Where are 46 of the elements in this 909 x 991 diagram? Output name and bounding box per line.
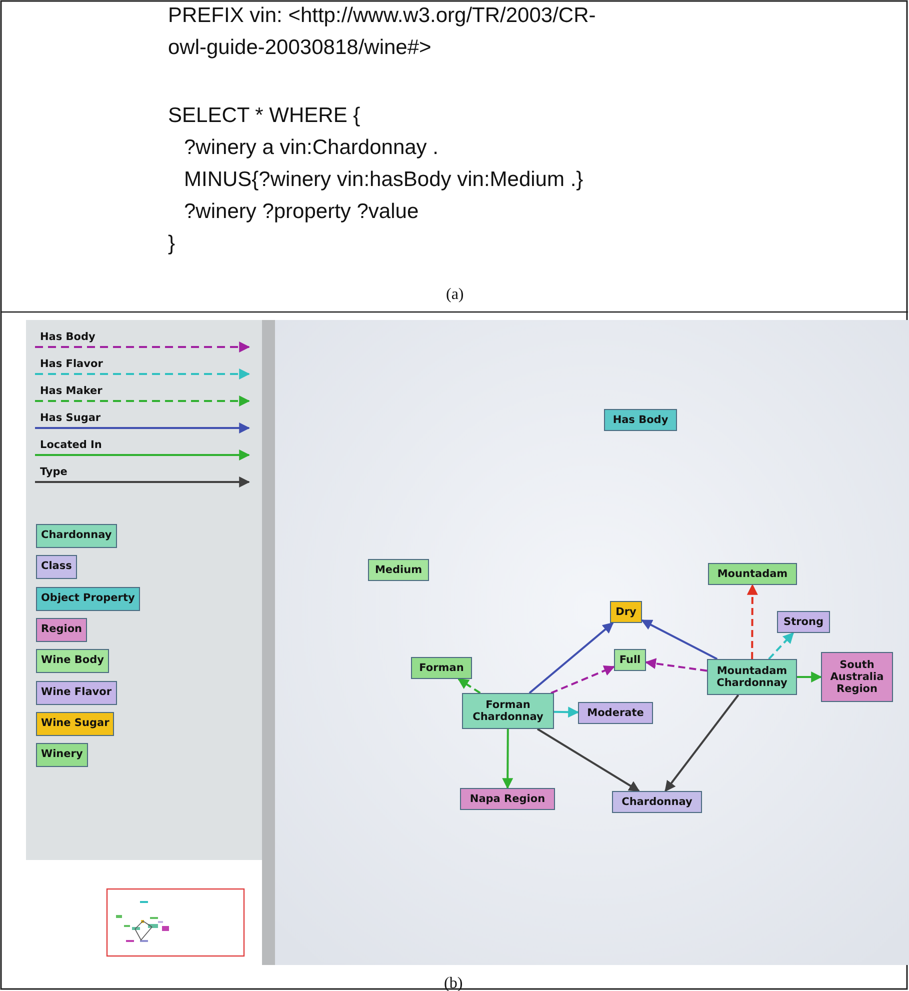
- graph-node: Strong: [777, 611, 830, 633]
- query-line: MINUS{?winery vin:hasBody vin:Medium .}: [184, 167, 584, 193]
- graph-node: Forman: [411, 657, 472, 679]
- graph-node: Forman Chardonnay: [462, 693, 554, 729]
- graph-node: Has Body: [604, 409, 677, 431]
- legend-label: Has Body: [40, 331, 96, 343]
- legend-label: Has Flavor: [40, 358, 103, 370]
- legend-swatch: Class: [36, 555, 77, 579]
- arrow: [746, 584, 758, 659]
- legend-swatch: Wine Sugar: [36, 712, 114, 736]
- arrow: [664, 694, 740, 792]
- query-line: ?winery ?property ?value: [184, 199, 419, 225]
- graph-node: Dry: [610, 601, 642, 623]
- legend-label: Located In: [40, 439, 102, 451]
- query-line: }: [168, 231, 176, 257]
- arrow: [768, 632, 794, 660]
- graph-node: Full: [614, 649, 646, 671]
- graph-node: Napa Region: [460, 788, 555, 810]
- query-line: PREFIX vin: <http://www.w3.org/TR/2003/CR-owl-guide-20030818/wine#>: [168, 3, 597, 61]
- graph-node: Mountadam Chardonnay: [707, 659, 797, 695]
- arrow: [536, 728, 640, 792]
- legend-swatch: Chardonnay: [36, 524, 117, 548]
- arrow: [550, 665, 616, 694]
- graph-node: Moderate: [578, 702, 653, 724]
- arrow: [554, 706, 580, 718]
- arrow: [458, 678, 481, 694]
- legend-label: Type: [40, 466, 68, 478]
- panel-caption: (a): [446, 285, 464, 305]
- legend-label: Has Sugar: [40, 412, 101, 424]
- arrow: [797, 672, 822, 682]
- graph-node: Medium: [368, 559, 429, 581]
- arrow: [641, 619, 718, 660]
- legend-swatch: Object Property: [36, 587, 140, 611]
- arrow: [528, 622, 614, 694]
- legend-label: Has Maker: [40, 385, 102, 397]
- arrow: [644, 658, 708, 672]
- query-line: ?winery a vin:Chardonnay .: [184, 135, 438, 161]
- legend-swatch: Wine Body: [36, 649, 110, 673]
- graph-node: Chardonnay: [612, 791, 702, 813]
- arrow: [502, 729, 514, 790]
- query-line: SELECT * WHERE {: [168, 103, 360, 129]
- graph-node: South Australia Region: [821, 652, 893, 702]
- graph-node: Mountadam: [708, 563, 797, 585]
- legend-swatch: Winery: [36, 743, 88, 767]
- legend-swatch: Region: [36, 618, 88, 642]
- legend-swatch: Wine Flavor: [36, 681, 117, 705]
